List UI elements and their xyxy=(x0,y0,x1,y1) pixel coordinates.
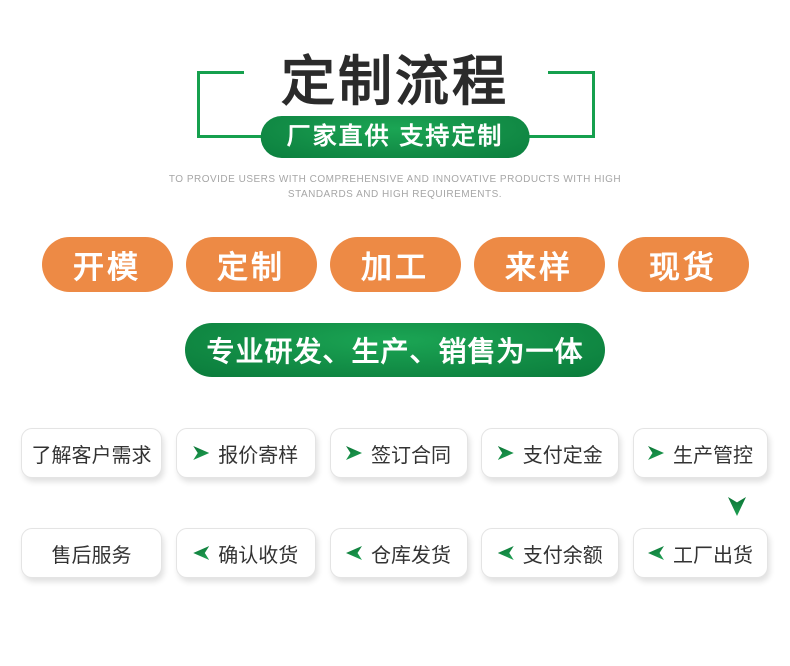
english-subtitle: TO PROVIDE USERS WITH COMPREHENSIVE AND … xyxy=(0,172,790,202)
tag-mold-opening: 开模 xyxy=(41,237,173,292)
tag-in-stock: 现货 xyxy=(617,237,749,292)
step-label: 确认收货 xyxy=(218,544,299,567)
step-label: 签订合同 xyxy=(371,444,451,467)
step-understand-needs: 了解客户需求 xyxy=(21,428,162,478)
bracket-right-icon xyxy=(548,71,595,138)
step-label: 支付余额 xyxy=(522,544,603,567)
bracket-left-icon xyxy=(197,71,244,138)
arrow-down-icon xyxy=(728,497,746,516)
step-label: 售后服务 xyxy=(51,544,132,567)
integration-banner: 专业研发、生产、销售为一体 xyxy=(185,323,605,377)
arrow-right-icon xyxy=(497,446,514,460)
step-sign-contract: 签订合同 xyxy=(329,428,468,478)
step-pay-balance: 支付余额 xyxy=(481,528,620,578)
arrow-right-icon xyxy=(346,446,362,460)
step-label: 工厂出货 xyxy=(673,544,753,567)
step-pay-deposit: 支付定金 xyxy=(481,428,620,478)
page-title: 定制流程 xyxy=(281,52,509,112)
arrow-left-icon xyxy=(648,546,664,560)
step-production-control: 生产管控 xyxy=(633,428,768,478)
step-label: 生产管控 xyxy=(673,444,753,467)
step-quote-sample: 报价寄样 xyxy=(175,428,316,478)
subtitle-line-2: STANDARDS AND HIGH REQUIREMENTS. xyxy=(287,189,503,200)
return-steps-row: 售后服务 确认收货 仓库发货 支付余额 工厂出货 xyxy=(21,528,768,578)
step-label: 报价寄样 xyxy=(218,444,299,467)
tag-processing: 加工 xyxy=(329,237,461,292)
arrow-left-icon xyxy=(193,546,210,560)
tag-customization: 定制 xyxy=(185,237,317,292)
capability-tags-row: 开模 定制 加工 来样 现货 xyxy=(0,237,790,292)
step-warehouse-shipping: 仓库发货 xyxy=(329,528,468,578)
step-label: 支付定金 xyxy=(522,444,603,467)
arrow-left-icon xyxy=(497,546,514,560)
subtitle-line-1: TO PROVIDE USERS WITH COMPREHENSIVE AND … xyxy=(168,174,622,185)
step-label: 仓库发货 xyxy=(371,544,451,567)
arrow-left-icon xyxy=(346,546,362,560)
arrow-right-icon xyxy=(648,446,664,460)
forward-steps-row: 了解客户需求 报价寄样 签订合同 支付定金 生产管控 xyxy=(21,428,768,478)
factory-supply-badge: 厂家直供 支持定制 xyxy=(260,116,530,158)
step-after-sales: 售后服务 xyxy=(21,528,162,578)
tag-sample: 来样 xyxy=(473,237,605,292)
step-confirm-receipt: 确认收货 xyxy=(175,528,316,578)
arrow-right-icon xyxy=(193,446,210,460)
step-factory-shipment: 工厂出货 xyxy=(633,528,768,578)
step-label: 了解客户需求 xyxy=(31,444,152,467)
